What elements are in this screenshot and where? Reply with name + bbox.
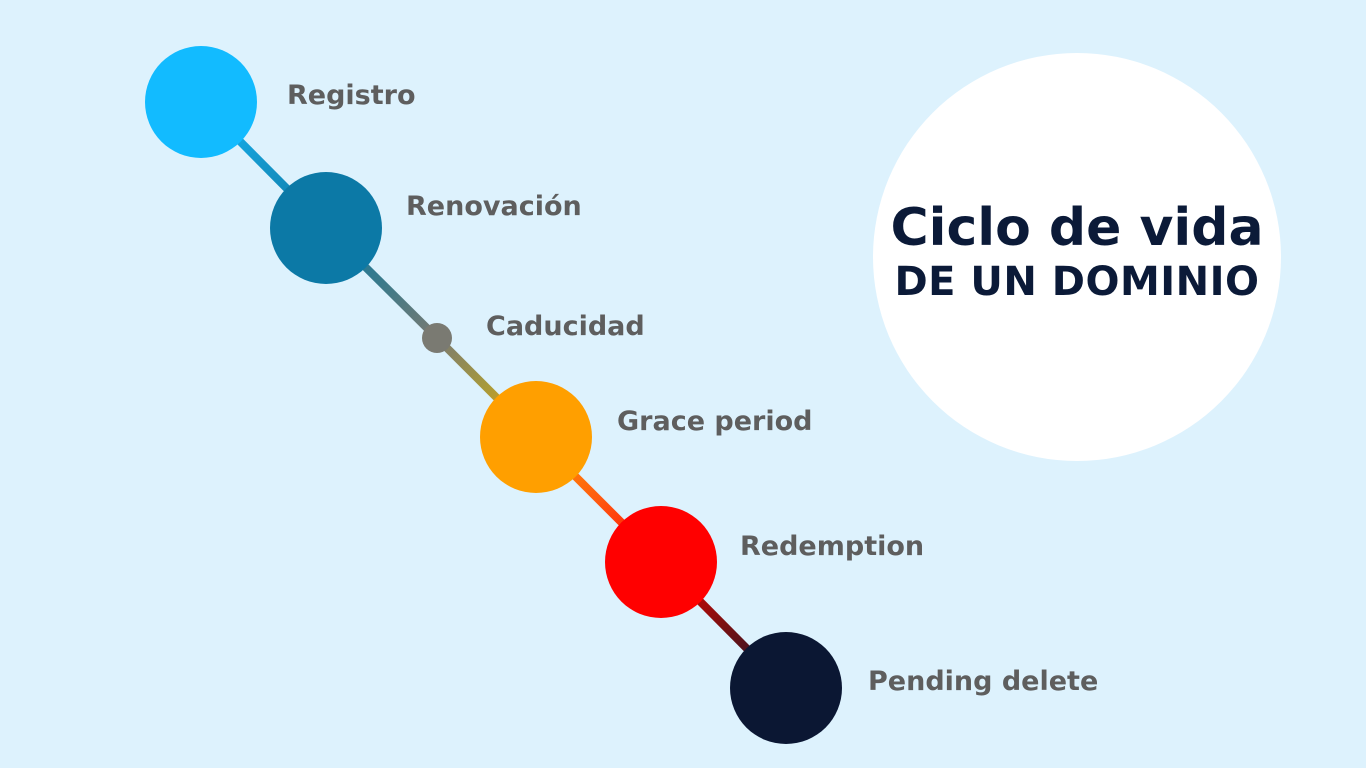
title-badge: Ciclo de vida DE UN DOMINIO	[873, 53, 1281, 461]
stage-label-grace-period: Grace period	[617, 406, 813, 437]
stage-node-caducidad	[422, 323, 452, 353]
stage-label-caducidad: Caducidad	[486, 311, 645, 342]
stage-label-renovacion: Renovación	[406, 191, 582, 222]
stage-label-redemption: Redemption	[740, 531, 925, 562]
stage-node-registro	[145, 46, 257, 158]
stage-node-renovacion	[270, 172, 382, 284]
stage-node-pending-delete	[730, 632, 842, 744]
stage-node-redemption	[605, 506, 717, 618]
stage-label-registro: Registro	[287, 80, 416, 111]
stage-node-grace-period	[480, 381, 592, 493]
title-line-1: Ciclo de vida	[890, 198, 1264, 259]
stage-label-pending-delete: Pending delete	[868, 666, 1099, 697]
title-line-2: DE UN DOMINIO	[894, 258, 1260, 305]
